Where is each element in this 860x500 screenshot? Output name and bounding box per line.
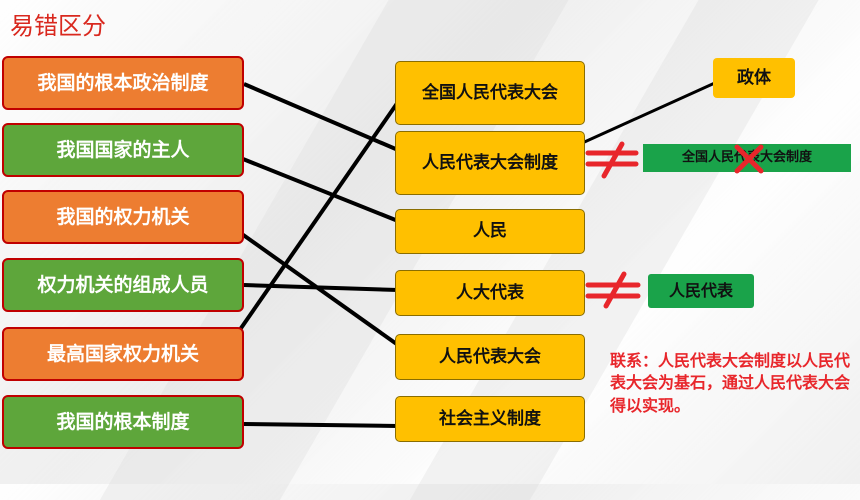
line-to-zhengti	[579, 80, 718, 146]
tag-people-deputies: 人民代表	[648, 274, 754, 308]
mid-item-people: 人民	[395, 209, 585, 254]
left-item-power-organ: 我国的权力机关	[2, 190, 244, 244]
line-master	[217, 147, 399, 223]
connector-lines	[216, 80, 718, 428]
left-item-members: 权力机关的组成人员	[2, 258, 244, 312]
left-item-master: 我国国家的主人	[2, 123, 244, 177]
mid-item-npc: 全国人民代表大会	[395, 61, 585, 125]
left-item-fundamental-system: 我国的根本制度	[2, 395, 244, 449]
mid-item-socialist-system: 社会主义制度	[395, 396, 585, 442]
line-political-system	[243, 82, 399, 152]
line-highest-organ	[228, 100, 400, 346]
mid-item-pcs-system: 人民代表大会制度	[395, 131, 585, 195]
left-item-highest-organ: 最高国家权力机关	[2, 327, 244, 381]
relation-note: 联系：人民代表大会制度以人民代表大会为基石，通过人民代表大会得以实现。	[610, 351, 851, 415]
page-title: 易错区分	[10, 12, 106, 40]
tag-zhengti: 政体	[713, 58, 795, 98]
not-equal-icon	[585, 141, 639, 179]
line-power-organ	[216, 215, 400, 347]
line-fundamental-system	[243, 422, 399, 428]
cross-icon	[734, 144, 764, 174]
mid-item-pc: 人民代表大会	[395, 334, 585, 380]
mid-item-deputies: 人大代表	[395, 270, 585, 316]
not-equal-icon	[585, 271, 641, 309]
left-item-political-system: 我国的根本政治制度	[2, 56, 244, 110]
